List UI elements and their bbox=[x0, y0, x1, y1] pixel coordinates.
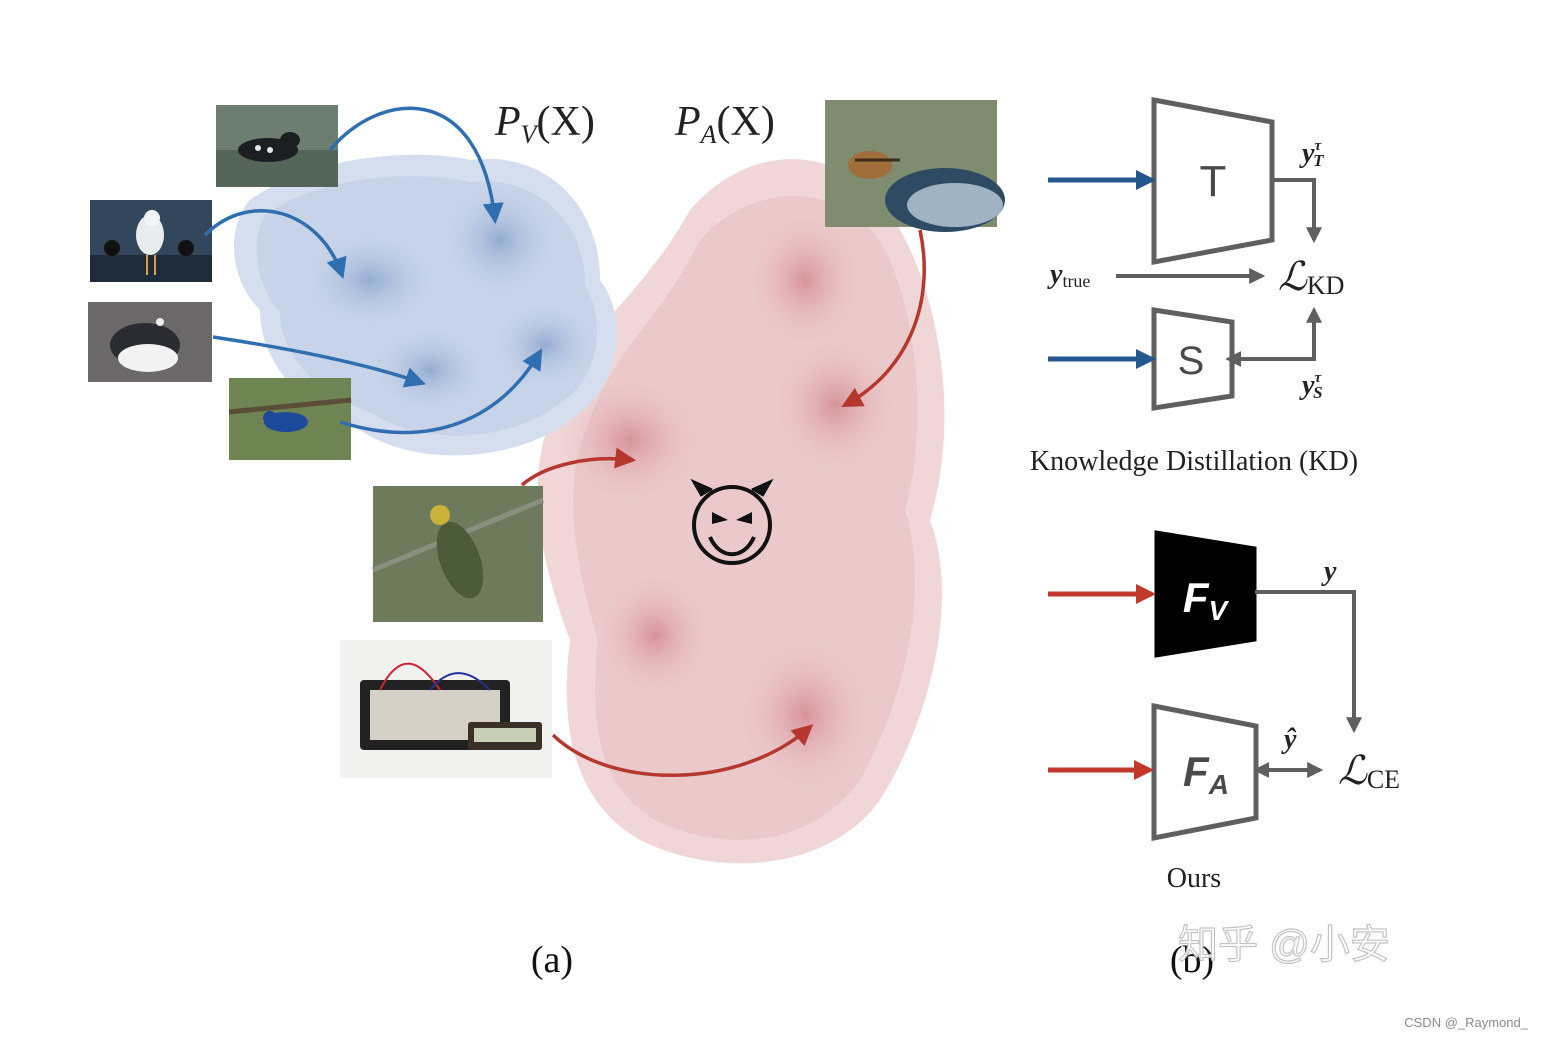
devil-face-icon bbox=[690, 478, 774, 565]
arrow-bunting bbox=[339, 348, 543, 435]
zhihu-watermark: 知乎 @小安 bbox=[1178, 923, 1390, 967]
teacher-block bbox=[1151, 96, 1275, 266]
y-hat-label: ŷ bbox=[1281, 724, 1297, 755]
pa-label: PA(X) bbox=[674, 99, 775, 149]
pv-label: PV(X) bbox=[494, 99, 595, 149]
arrow-breadboard bbox=[551, 724, 814, 777]
csdn-watermark: CSDN @_Raymond_ bbox=[1404, 1015, 1528, 1030]
teacher-output-arrow bbox=[1272, 178, 1322, 244]
caption-a: (a) bbox=[531, 939, 573, 981]
warbler-photo bbox=[372, 486, 544, 622]
kd-caption: Knowledge Distillation (KD) bbox=[1030, 446, 1358, 477]
junco-photo bbox=[88, 302, 212, 382]
fv-label: FV bbox=[1183, 574, 1230, 626]
y-true-label: ytrue bbox=[1047, 259, 1090, 291]
chipmunk-photo bbox=[825, 100, 1005, 232]
seagull-photo bbox=[90, 200, 212, 282]
y-label: y bbox=[1321, 556, 1337, 587]
fv-output-arrow bbox=[1255, 590, 1362, 734]
breadboard-photo bbox=[340, 640, 552, 778]
arrow-loon bbox=[328, 106, 504, 225]
fa-block bbox=[1151, 702, 1259, 842]
bunting-photo bbox=[228, 378, 352, 460]
loss-kd-label: ℒKD bbox=[1278, 254, 1344, 300]
caption-b: (b) bbox=[1170, 939, 1214, 981]
student-label: S bbox=[1178, 339, 1205, 383]
ours-caption: Ours bbox=[1167, 863, 1221, 894]
loss-ce-label: ℒCE bbox=[1338, 748, 1400, 794]
arrow-warbler bbox=[520, 447, 637, 487]
student-loss-arrow bbox=[1225, 306, 1322, 367]
student-block bbox=[1151, 307, 1235, 411]
loon-photo bbox=[216, 105, 338, 187]
fa-label: FA bbox=[1183, 748, 1229, 800]
teacher-label: T bbox=[1200, 157, 1227, 206]
arrow-seagull bbox=[203, 209, 347, 279]
arrow-chipmunk bbox=[841, 229, 926, 407]
arrow-junco bbox=[212, 335, 426, 388]
fv-block bbox=[1154, 530, 1257, 658]
